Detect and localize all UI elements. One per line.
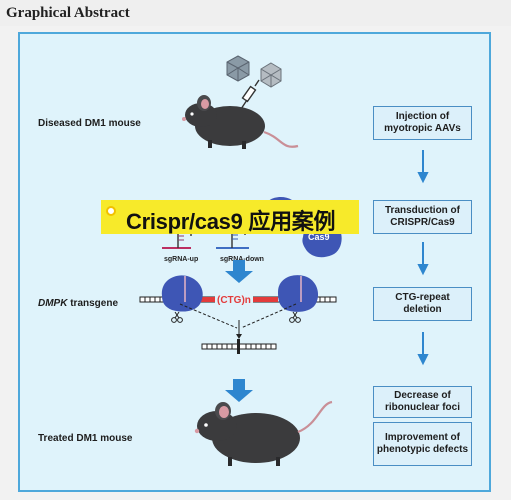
dmpk-gene-label: DMPK [38,298,68,309]
step-injection: Injection of myotropic AAVs [373,106,472,140]
flow-arrows [417,150,429,366]
sgrna-down-label: sgRNA-down [220,256,264,263]
dmpk-transgene-label: DMPK transgene [38,298,118,309]
rejoin-dashed-lines [179,303,297,329]
step-ctg-deletion: CTG-repeat deletion [373,287,472,321]
overlay-caption: Crispr/cas9 应用案例 [126,209,336,234]
treated-mouse-icon [194,400,333,466]
bullet-icon [106,206,116,216]
step-improvement: Improvement of phenotypic defects [373,422,472,466]
aav-virus-icon [226,55,250,82]
header: Graphical Abstract [0,0,511,26]
diseased-mouse-icon [182,95,299,149]
cas9-bound-right-icon [278,275,319,312]
syringe-icon [240,79,260,110]
process-arrow-down-2 [225,379,253,402]
graphical-abstract-title: Graphical Abstract [6,5,130,21]
flow-arrow-1-head [417,172,429,184]
sgrna-up-label: sgRNA-up [164,256,198,263]
step-transduction: Transduction of CRISPR/Cas9 [373,200,472,234]
repaired-dna [201,339,277,354]
aav-virus-icon-2 [260,62,282,88]
flow-arrow-2-head [417,264,429,276]
crispr-illustration: sgRNA-up sgRNA-down Cas9 Cas9 [139,55,342,466]
process-arrow-down-1 [225,260,253,283]
scissors-icon-right [289,311,301,323]
cas9-label-2: Cas9 [308,232,330,242]
overlay-banner: Crispr/cas9 应用案例 [101,200,359,234]
transgene-suffix-label: transgene [67,298,119,309]
treated-mouse-label: Treated DM1 mouse [38,433,133,444]
abstract-panel: Diseased DM1 mouse DMPK transgene Treate… [18,32,491,492]
scissors-icon-left [171,311,183,323]
step-decrease-foci: Decrease of ribonuclear foci [373,386,472,418]
cas9-bound-left-icon [161,275,203,312]
flow-arrow-3-head [417,354,429,366]
diseased-mouse-label: Diseased DM1 mouse [38,118,141,129]
ctg-repeat-label: (CTG)n [217,295,251,306]
